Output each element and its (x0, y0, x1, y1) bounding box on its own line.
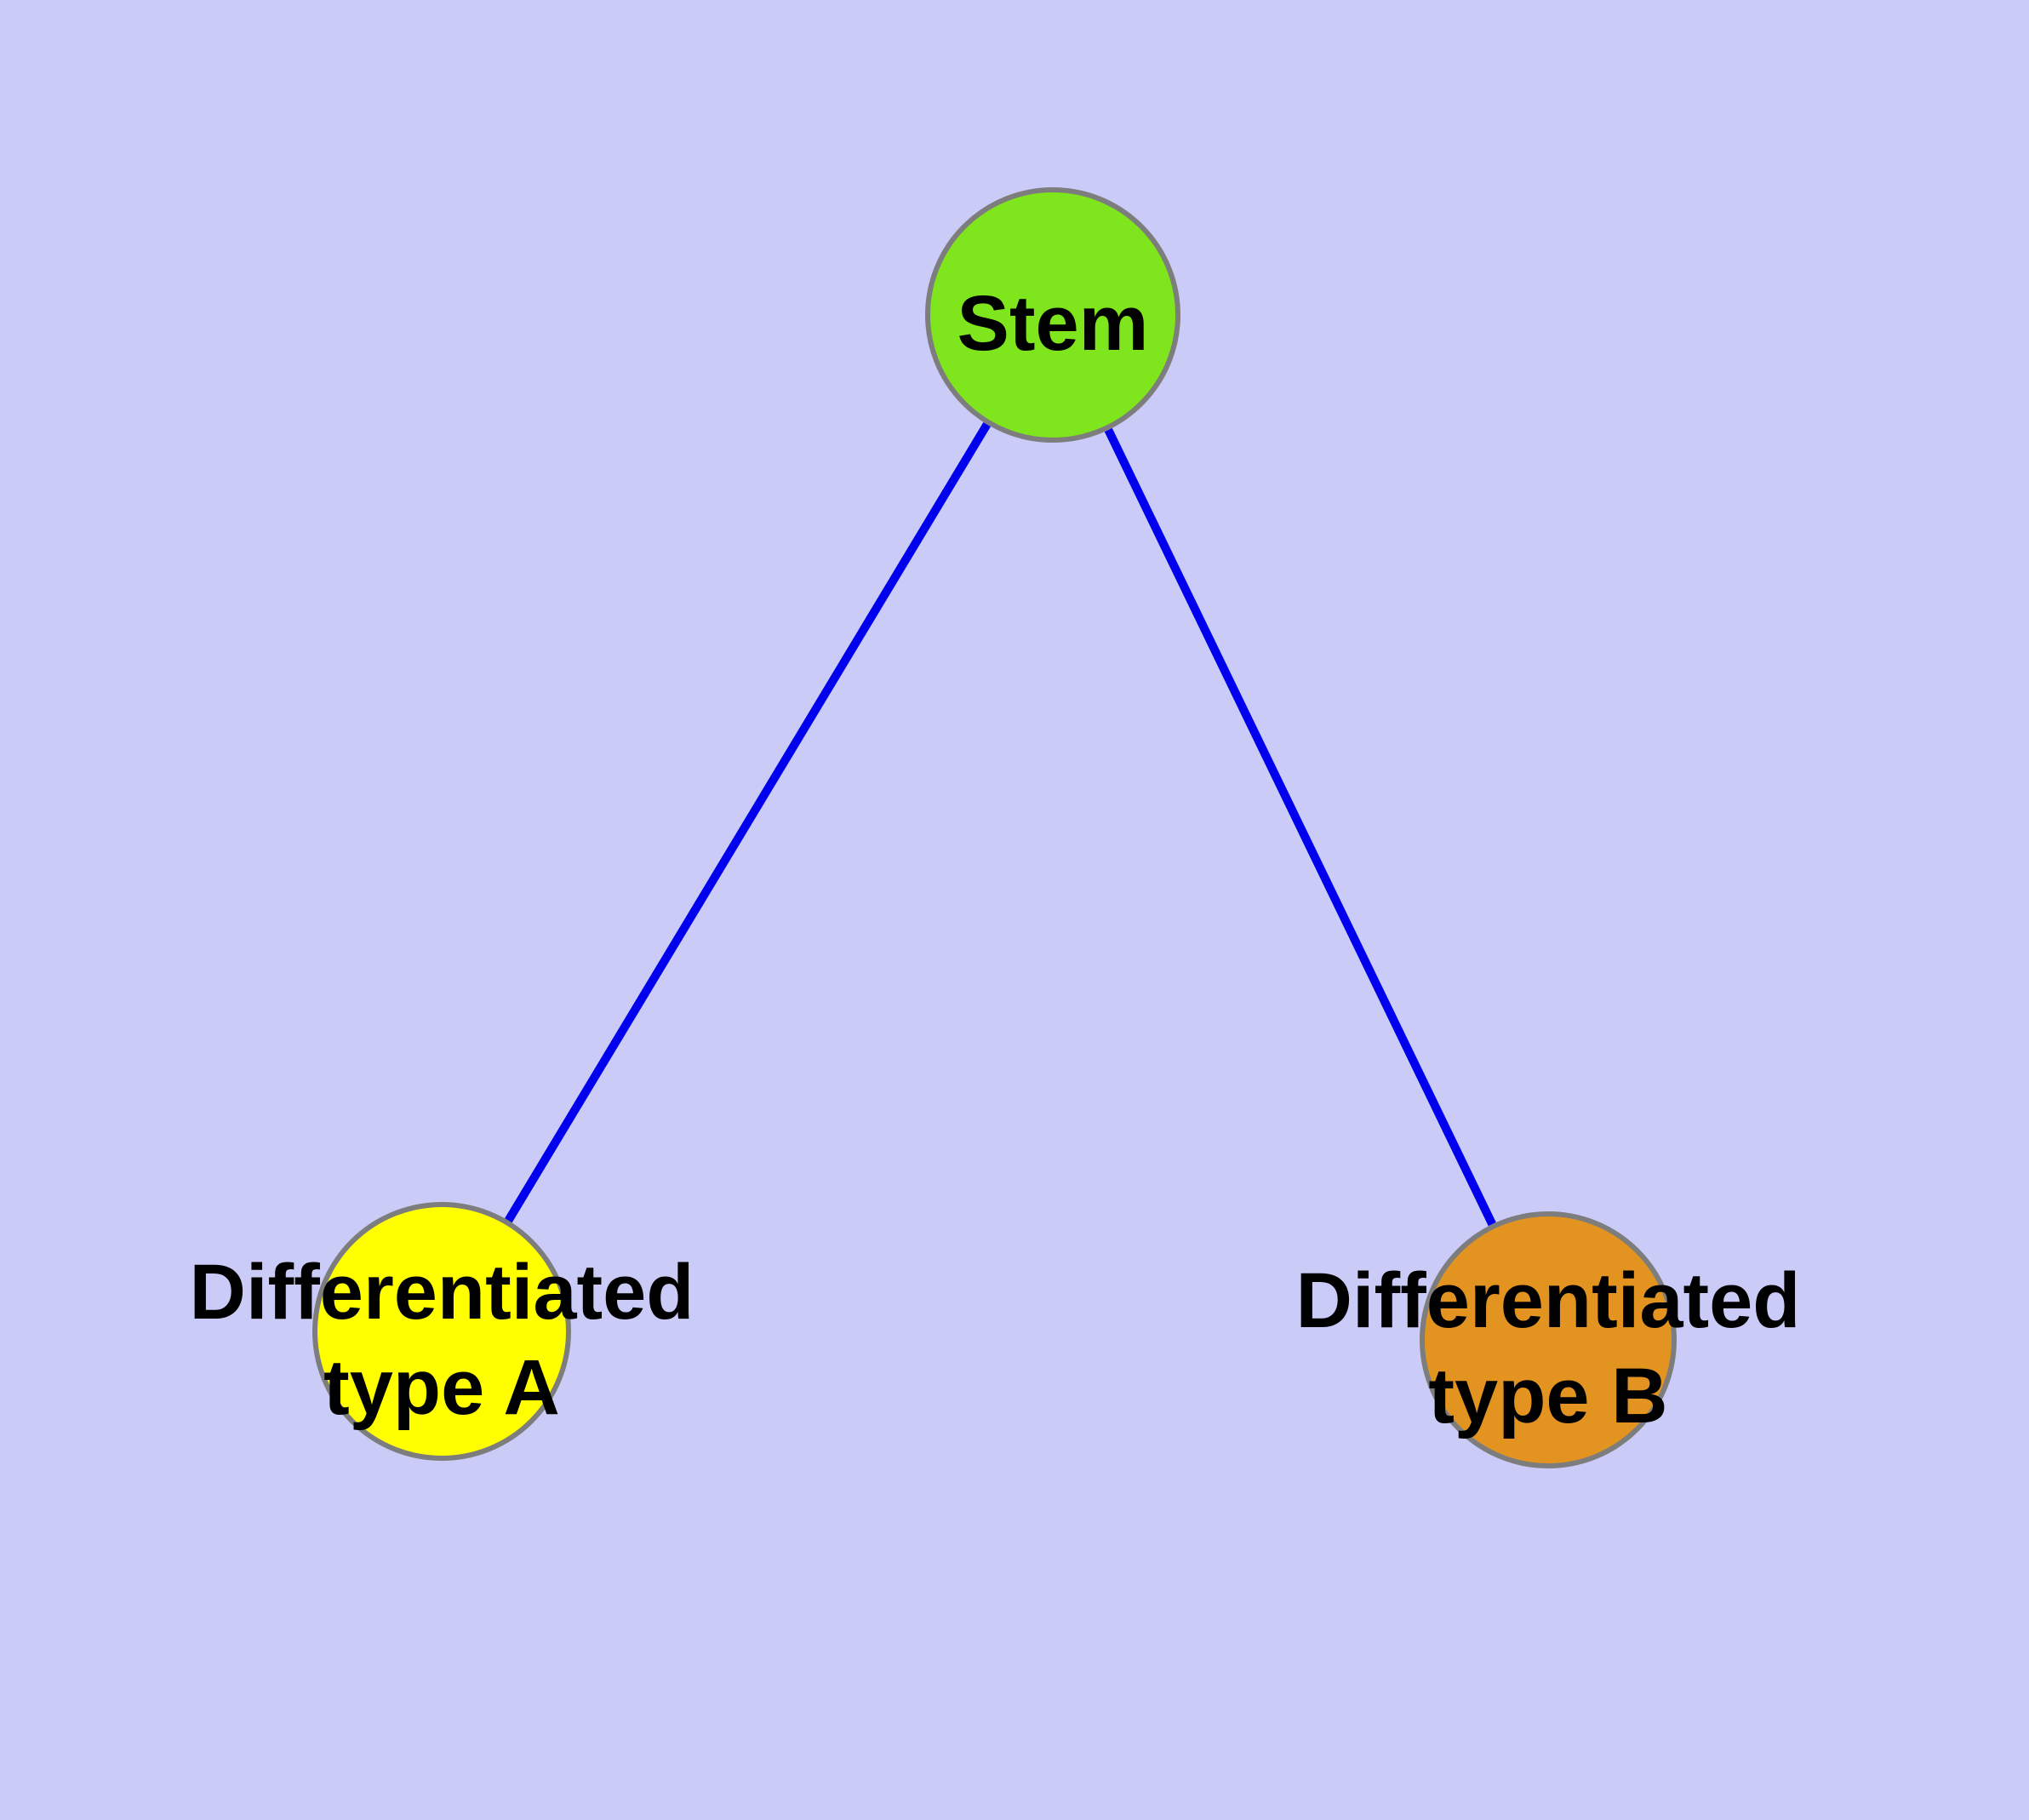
node-differentiated-type-b-label: Differentiated type B (1296, 1253, 1801, 1444)
node-differentiated-type-a-label-line: type A (323, 1344, 560, 1431)
edge-stem-to-differentiated-type-b (1104, 427, 1496, 1227)
node-differentiated-type-b (1420, 1211, 1677, 1468)
node-differentiated-type-b-label-line: Differentiated (1295, 1256, 1801, 1344)
node-stem-label: Stem (957, 276, 1149, 371)
node-stem (925, 187, 1180, 443)
node-differentiated-type-b-label-line: type B (1428, 1353, 1668, 1439)
node-differentiated-type-a (312, 1202, 571, 1461)
node-differentiated-type-a-label-line: Differentiated (189, 1248, 694, 1336)
edge-stem-to-differentiated-type-a (505, 421, 991, 1223)
node-stem-label-line: Stem (957, 279, 1149, 367)
